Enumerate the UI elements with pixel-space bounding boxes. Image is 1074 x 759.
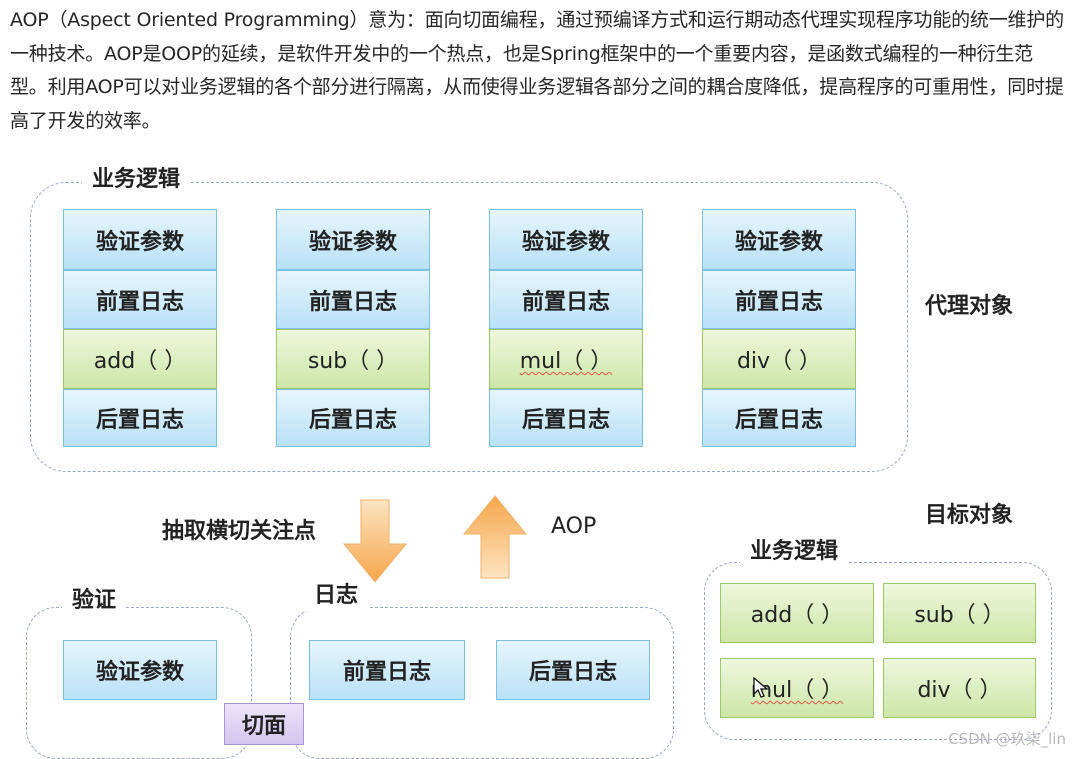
proxy-before-log-cell: 前置日志 (489, 270, 643, 329)
aspect-tag: 切面 (224, 703, 304, 745)
proxy-method-cell: div（ ） (702, 329, 856, 389)
proxy-after-log-cell: 后置日志 (702, 389, 856, 447)
target-object-label: 目标对象 (925, 503, 1014, 528)
intro-paragraph: AOP（Aspect Oriented Programming）意为：面向切面编… (10, 9, 1064, 132)
proxy-verify-cell: 验证参数 (702, 209, 856, 270)
up-arrow (462, 495, 528, 579)
mouse-cursor-icon (753, 677, 769, 698)
proxy-method-text: mul（ ） (519, 349, 613, 374)
proxy-verify-cell: 验证参数 (276, 209, 430, 270)
target-method-text: mul（ ） (750, 678, 844, 703)
target-business-logic-group (704, 562, 1052, 740)
aspect-before-log-cell: 前置日志 (309, 640, 465, 700)
proxy-after-log-cell: 后置日志 (276, 389, 430, 447)
target-method-cell: add（ ） (720, 583, 874, 643)
watermark: CSDN @玖柒_lin (948, 730, 1066, 748)
target-method-cell: sub（ ） (883, 583, 1036, 643)
proxy-business-logic-group (30, 182, 908, 472)
aop-label: AOP (551, 514, 597, 539)
proxy-method-cell: mul（ ） (489, 329, 643, 389)
proxy-group-label: 业务逻辑 (82, 165, 191, 195)
proxy-before-log-cell: 前置日志 (63, 270, 217, 329)
proxy-before-log-cell: 前置日志 (702, 270, 856, 329)
proxy-method-cell: sub（ ） (276, 329, 430, 389)
log-group-label: 日志 (304, 581, 369, 611)
target-group-label: 业务逻辑 (740, 537, 849, 567)
verify-group-label: 验证 (62, 586, 127, 616)
target-method-cell: div（ ） (883, 658, 1036, 718)
down-arrow (342, 499, 408, 583)
proxy-verify-cell: 验证参数 (63, 209, 217, 270)
proxy-method-cell: add（ ） (63, 329, 217, 389)
proxy-verify-cell: 验证参数 (489, 209, 643, 270)
aspect-verify-cell: 验证参数 (63, 640, 217, 700)
proxy-after-log-cell: 后置日志 (63, 389, 217, 447)
proxy-before-log-cell: 前置日志 (276, 270, 430, 329)
target-method-cell: mul（ ） (720, 658, 874, 718)
proxy-after-log-cell: 后置日志 (489, 389, 643, 447)
proxy-object-label: 代理对象 (925, 294, 1014, 319)
extract-concerns-label: 抽取横切关注点 (162, 519, 317, 544)
aspect-after-log-cell: 后置日志 (496, 640, 650, 700)
